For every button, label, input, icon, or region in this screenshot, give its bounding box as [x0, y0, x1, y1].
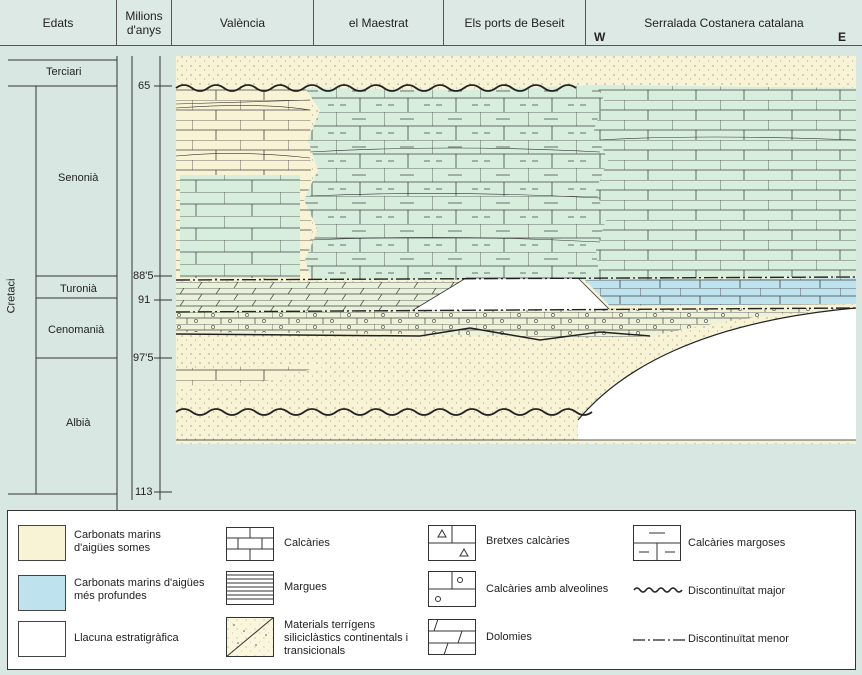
header-edats: Edats — [0, 0, 117, 46]
region-maestrat: el Maestrat — [348, 15, 409, 30]
header-valencia: València — [172, 0, 314, 46]
cenomanian-alveolines — [176, 308, 856, 338]
lacuna-east — [578, 308, 856, 440]
legend-disc-menor: Discontinuïtat menor — [688, 633, 789, 645]
header-maestrat: el Maestrat — [314, 0, 444, 46]
legend-dolomies: Dolomies — [486, 631, 532, 643]
legend-swatch-deep — [18, 575, 66, 611]
stage-senonia: Senonià — [58, 172, 99, 184]
legend-terrigens: Materials terrígens siliciclàstics conti… — [284, 619, 409, 657]
stage-albia: Albià — [66, 417, 91, 429]
stage-cretaci: Cretaci — [5, 278, 18, 314]
age-113: 113 — [135, 486, 153, 498]
legend-alveolines-icon — [428, 571, 476, 607]
legend-calcaries: Calcàries — [284, 537, 330, 549]
legend-margues-icon — [226, 571, 274, 605]
legend-gap: Llacuna estratigràfica — [74, 632, 179, 644]
age-65: 65 — [138, 80, 151, 92]
legend-shallow: Carbonats marins d'aigües somes — [74, 529, 161, 554]
stage-turonia: Turonià — [60, 283, 97, 295]
legend-disc-major: Discontinuïtat major — [688, 585, 786, 597]
west-label: W — [594, 30, 606, 44]
header-ports: Els ports de Beseit — [444, 0, 586, 46]
legend-bretxes-icon — [428, 525, 476, 561]
header-serralada: Serralada Costanera catalana — [586, 0, 862, 46]
maestrat-marl — [304, 85, 608, 280]
catalan-limestone — [594, 85, 856, 280]
legend-swatch-shallow — [18, 525, 66, 561]
turonian-dolomites — [176, 282, 466, 312]
milions-label: Milions d'anys — [125, 8, 163, 37]
region-valencia: València — [219, 15, 266, 30]
legend: Carbonats marins d'aigües somes Carbonat… — [7, 510, 856, 670]
header-milions: Milions d'anys — [117, 0, 172, 46]
section-diagram — [8, 56, 857, 510]
age-91: 91 — [138, 294, 151, 306]
age-97-5: 97'5 — [133, 352, 154, 364]
legend-margues: Margues — [284, 581, 327, 593]
legend-margoses: Calcàries margoses — [688, 537, 786, 549]
east-label: E — [838, 30, 847, 44]
minor-discontinuity-lines — [175, 276, 857, 313]
legend-minor-icon — [633, 639, 685, 641]
legend-swatch-gap — [18, 621, 66, 657]
legend-deep: Carbonats marins d'aigües més profundes — [74, 577, 205, 602]
marl-streaks — [175, 99, 857, 243]
legend-alveolines: Calcàries amb alveolines — [486, 583, 609, 595]
region-ports: Els ports de Beseit — [464, 15, 565, 30]
albian-wedge — [176, 366, 326, 386]
stage-terciari: Terciari — [46, 66, 82, 78]
turonian-deep-marine — [585, 278, 856, 306]
legend-bretxes: Bretxes calcàries — [486, 535, 570, 547]
column-frame — [8, 56, 161, 510]
legend-major-icon — [633, 587, 683, 593]
region-serralada: Serralada Costanera catalana — [644, 15, 804, 30]
legend-calcaries-icon — [226, 527, 274, 561]
legend-dolomies-icon — [428, 619, 476, 655]
legend-terrigens-icon — [226, 617, 274, 657]
major-discontinuity-lines — [175, 84, 857, 441]
edats-label: Edats — [42, 15, 74, 30]
valencia-breccia — [180, 175, 300, 278]
age-88-5: 88'5 — [133, 270, 154, 282]
legend-margoses-icon — [633, 525, 681, 561]
stage-cenomania: Cenomanià — [48, 324, 105, 336]
